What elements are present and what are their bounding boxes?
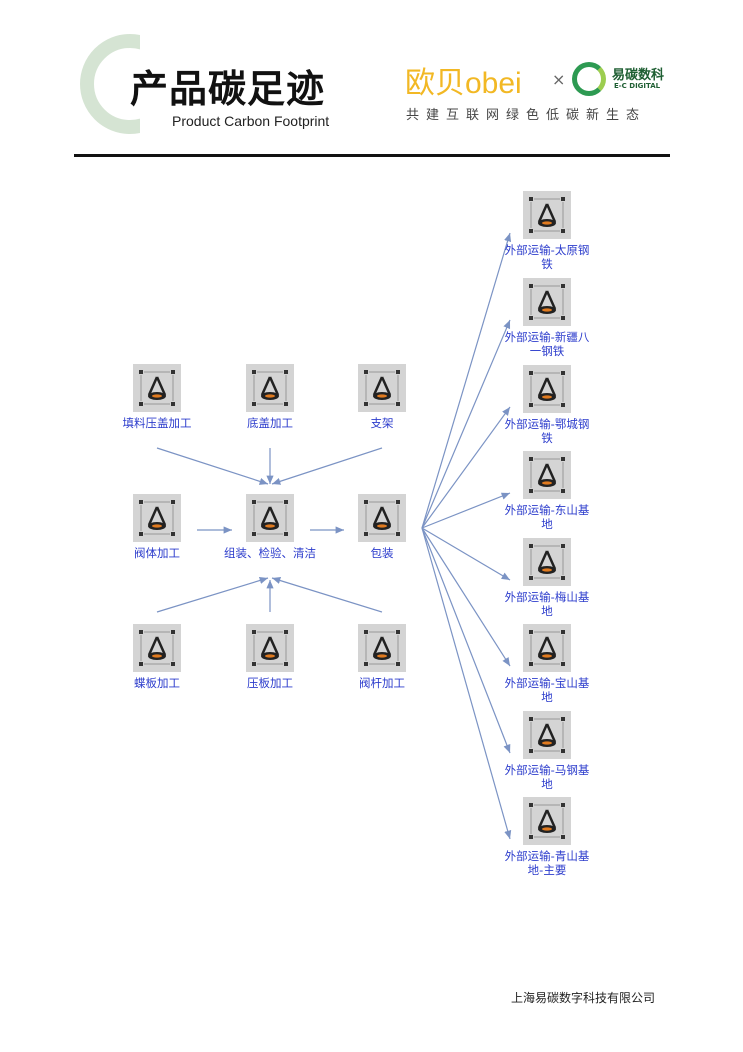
edge [421,527,511,667]
process-icon [246,364,294,412]
transport-node[interactable]: 外部运输-马钢基地 [499,711,595,791]
process-icon [523,278,571,326]
node-label: 外部运输-宝山基地 [504,676,590,704]
edge [156,447,269,485]
node-label: 外部运输-太原钢铁 [504,243,590,271]
node-label: 外部运输-青山基地-主要 [504,849,590,877]
edge [271,577,383,613]
transport-node[interactable]: 外部运输-东山基地 [499,451,595,531]
process-node[interactable]: 填料压盖加工 [109,364,205,430]
process-icon [133,494,181,542]
page-subtitle: Product Carbon Footprint [172,113,330,129]
node-label: 支架 [370,416,394,430]
process-icon [246,624,294,672]
edge [421,406,511,529]
node-label: 组装、检验、清洁 [224,546,316,560]
ec-brand-sub: E-C DIGITAL [614,82,661,90]
node-label: 外部运输-东山基地 [504,503,590,531]
node-label: 外部运输-梅山基地 [504,590,590,618]
process-icon [133,624,181,672]
node-label: 阀体加工 [134,546,180,560]
process-node[interactable]: 阀体加工 [109,494,205,560]
process-node[interactable]: 阀杆加工 [334,624,430,690]
node-label: 蝶板加工 [134,676,180,690]
node-label: 外部运输-马钢基地 [504,763,590,791]
process-icon [358,364,406,412]
process-node[interactable]: 支架 [334,364,430,430]
transport-node[interactable]: 外部运输-鄂城钢铁 [499,365,595,445]
ec-brand-name: 易碳数科 [612,68,665,83]
process-icon [523,451,571,499]
page-title: 产品碳足迹 [130,67,326,111]
edge [421,232,512,529]
process-icon [358,494,406,542]
node-label: 底盖加工 [247,416,293,430]
ec-logo-icon [572,62,606,96]
process-icon [246,494,294,542]
process-node[interactable]: 蝶板加工 [109,624,205,690]
process-icon [523,191,571,239]
edge [156,577,269,613]
process-node[interactable]: 包装 [334,494,430,560]
process-node[interactable]: 组装、检验、清洁 [222,494,318,560]
node-label: 压板加工 [247,676,293,690]
transport-node[interactable]: 外部运输-新疆八一钢铁 [499,278,595,358]
node-label: 填料压盖加工 [122,416,192,430]
process-icon [523,365,571,413]
node-label: 包装 [370,546,394,560]
node-label: 外部运输-鄂城钢铁 [504,417,590,445]
transport-node[interactable]: 外部运输-太原钢铁 [499,191,595,271]
slogan: 共建互联网绿色低碳新生态 [406,108,647,123]
process-icon [523,797,571,845]
obei-logo: 欧贝obei [405,67,522,100]
edge [421,527,512,840]
process-icon [133,364,181,412]
process-node[interactable]: 底盖加工 [222,364,318,430]
process-node[interactable]: 压板加工 [222,624,318,690]
process-icon [358,624,406,672]
footer-company: 上海易碳数字科技有限公司 [510,991,655,1005]
edge [421,527,511,754]
process-icon [523,624,571,672]
header-divider [74,154,670,157]
edge [421,319,511,529]
edge [421,527,511,581]
process-icon [523,711,571,759]
transport-node[interactable]: 外部运输-梅山基地 [499,538,595,618]
edge [271,447,383,485]
node-label: 阀杆加工 [359,676,405,690]
node-label: 外部运输-新疆八一钢铁 [504,330,590,358]
edge [421,492,511,529]
transport-node[interactable]: 外部运输-宝山基地 [499,624,595,704]
transport-node[interactable]: 外部运输-青山基地-主要 [499,797,595,877]
process-icon [523,538,571,586]
times-sign: × [552,70,566,89]
